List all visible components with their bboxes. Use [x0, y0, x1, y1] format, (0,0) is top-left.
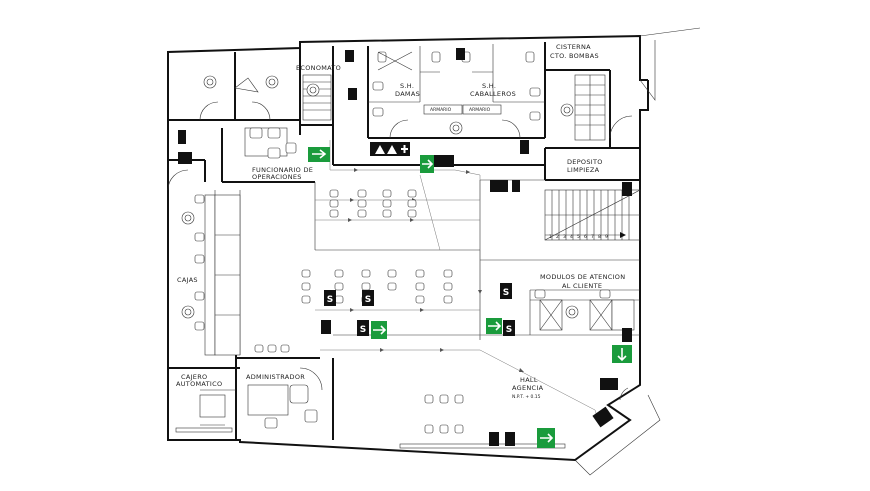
modulos-label: AL CLIENTE [562, 282, 602, 290]
safety-s-sign [324, 290, 336, 306]
operations-desk [244, 127, 297, 159]
evacuation-routes [315, 140, 601, 426]
svg-text:9: 9 [605, 234, 608, 240]
svg-text:7: 7 [591, 234, 594, 240]
door-swings [167, 101, 633, 401]
cashier-chairs [194, 194, 205, 331]
svg-text:3: 3 [563, 234, 566, 240]
first-aid-sign [592, 406, 614, 428]
funcionario-label: FUNCIONARIO DE [252, 166, 313, 174]
exit-signs [308, 147, 632, 448]
atm-unit [175, 394, 233, 433]
hall-label: HALL [520, 376, 538, 384]
service-modules [534, 289, 635, 331]
svg-text:5: 5 [577, 234, 580, 240]
extinguisher-sign [489, 432, 499, 446]
extinguisher-sign [345, 50, 354, 62]
svg-text:1: 1 [549, 234, 552, 240]
svg-text:8: 8 [598, 234, 601, 240]
admin-desk [247, 384, 318, 429]
cross-icon [403, 145, 406, 153]
safety-signs [178, 48, 632, 446]
hall-level-label: N.P.T. + 0.15 [512, 394, 541, 400]
brick-sign [490, 180, 508, 192]
deposito-label: DEPOSITO [567, 158, 603, 166]
arrow-right-icon [488, 321, 502, 331]
modulos-label: MODULOS DE ATENCION [540, 273, 625, 281]
stair-block-main [544, 189, 641, 241]
administrador-label: ADMINISTRADOR [246, 373, 305, 381]
cajero-label: AUTOMATICO [176, 380, 222, 388]
hall-label: AGENCIA [512, 384, 544, 392]
extinguisher-sign [348, 88, 357, 100]
safety-s-sign [500, 283, 512, 299]
people-sign [434, 155, 454, 167]
sh-caballeros-label: S.H. [482, 82, 496, 90]
svg-text:S: S [506, 325, 512, 335]
arrow-right-icon [373, 325, 387, 335]
cajero-label: CAJERO [181, 373, 207, 381]
s-signs: S S S S S [324, 283, 515, 336]
svg-text:S: S [327, 295, 333, 305]
economato-label: ECONOMATO [296, 64, 341, 72]
extinguisher-sign [512, 180, 520, 192]
warning-triangle-icon [387, 145, 397, 154]
extinguisher-sign [178, 130, 186, 144]
stair-numbers: 1 2 3 4 5 6 7 8 9 [549, 234, 608, 240]
alarm-sign [600, 378, 618, 390]
stair-block-cisterna [574, 74, 606, 141]
stair-block-economato [302, 74, 332, 121]
arrow-down-icon [617, 348, 627, 362]
deposito-label: LIMPIEZA [567, 166, 600, 174]
extinguisher-sign [622, 328, 632, 342]
sh-damas-label: S.H. [400, 82, 414, 90]
svg-text:2: 2 [556, 234, 559, 240]
toilets [372, 51, 541, 121]
extinguisher-sign [520, 140, 529, 154]
svg-text:S: S [503, 288, 509, 298]
safety-s-sign [503, 320, 515, 336]
safety-s-sign [357, 320, 369, 336]
sh-caballeros-label: CABALLEROS [470, 90, 516, 98]
front-glazing [399, 443, 566, 449]
arrow-right-icon [422, 159, 434, 169]
cisterna-label: CISTERNA [556, 43, 591, 51]
svg-text:6: 6 [584, 234, 587, 240]
arrow-right-icon [540, 433, 554, 443]
safety-s-sign [362, 290, 374, 306]
sh-damas-label: DAMAS [395, 90, 420, 98]
armario-boxes [423, 104, 502, 115]
cashier-counters [204, 194, 241, 356]
alarm-sign [178, 152, 192, 164]
extinguisher-sign [321, 320, 331, 334]
outer-walls [167, 27, 701, 476]
arrow-right-icon [312, 149, 327, 159]
armario-label: ARMARIO [469, 107, 491, 113]
svg-text:4: 4 [570, 234, 573, 240]
cajas-label: CAJAS [177, 276, 198, 284]
route-arrows [348, 168, 524, 372]
extinguisher-sign [456, 48, 465, 60]
armario-label: ARMARIO [430, 107, 452, 113]
cto-bombas-label: CTO. BOMBAS [550, 52, 599, 60]
svg-text:S: S [360, 325, 366, 335]
svg-text:S: S [365, 295, 371, 305]
corner-shelf [234, 77, 259, 93]
extinguisher-sign [505, 432, 515, 446]
round-tables [181, 75, 579, 414]
warning-triangle-icon [375, 145, 385, 154]
extinguisher-sign [622, 182, 632, 196]
funcionario-label: OPERACIONES [252, 173, 302, 181]
